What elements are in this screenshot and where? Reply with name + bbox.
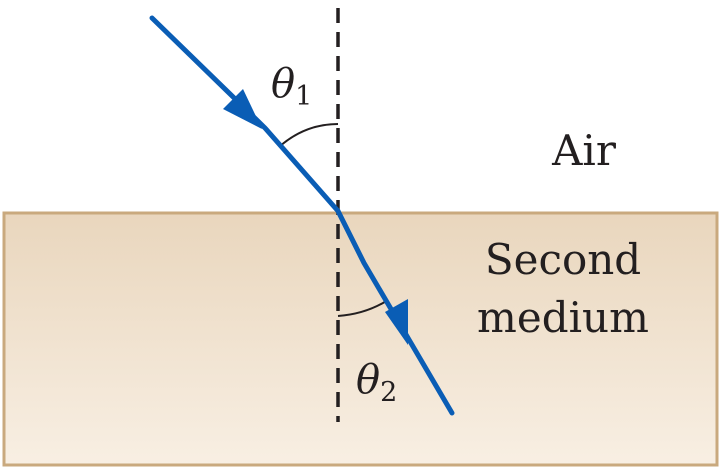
incident-angle-subscript: 1 [295,81,312,112]
second-medium-label-line2: medium [477,293,649,342]
refracted-angle-label: θ2 [356,357,397,408]
refracted-ray [335,208,455,416]
air-label: Air [551,126,617,175]
second-medium-label-line1: Second [485,235,641,284]
refracted-ray-arrow-icon [385,299,408,345]
incident-ray-arrow-icon [223,89,262,129]
incident-angle-label: θ1 [271,61,312,112]
incident-angle-arc [278,123,339,148]
refracted-angle-subscript: 2 [380,377,397,408]
incident-ray [149,15,341,214]
